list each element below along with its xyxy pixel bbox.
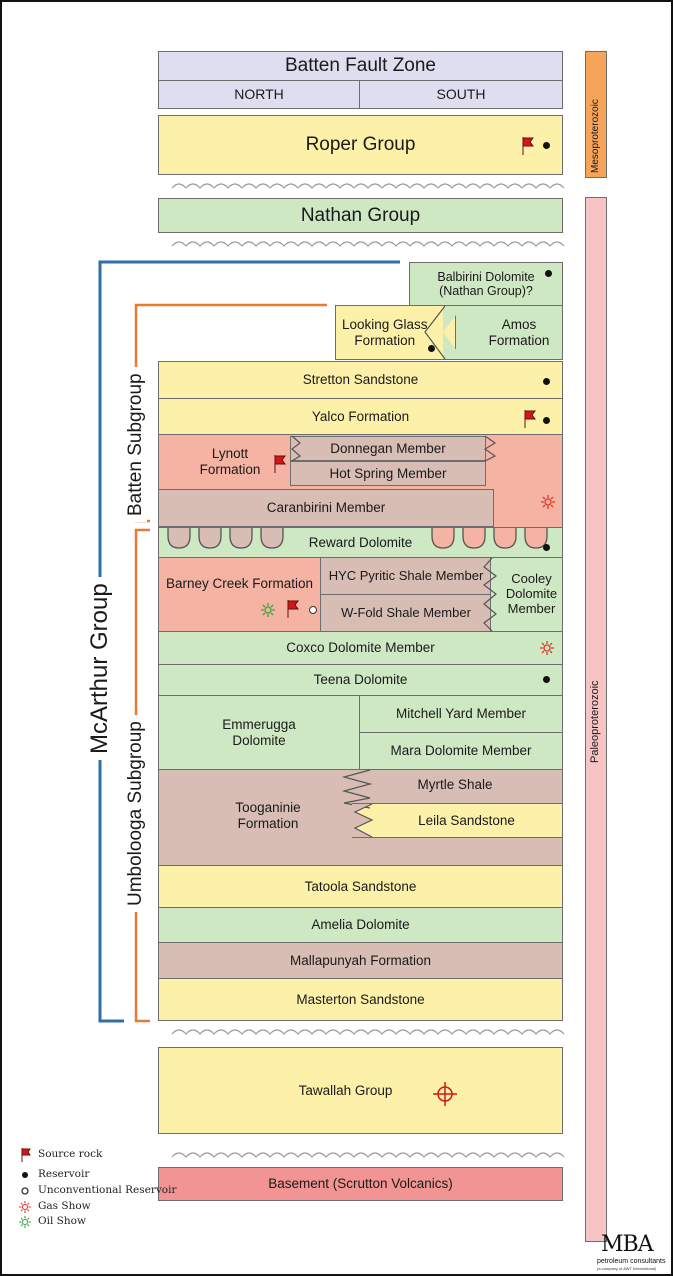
logo-tagline: petroleum consultants	[597, 1258, 666, 1265]
logo-mark: MBA	[601, 1232, 654, 1257]
stretton-sandstone: Stretton Sandstone	[158, 361, 563, 399]
legend-gas-show: Gas Show	[38, 1200, 91, 1212]
basement-scrutton-volcanics: Basement (Scrutton Volcanics)	[158, 1167, 563, 1201]
donnegan-member: Donnegan Member	[290, 436, 486, 461]
tawallah-group: Tawallah Group	[158, 1047, 563, 1134]
caranbirini-member: Caranbirini Member	[158, 489, 494, 527]
reservoir-icon	[543, 142, 550, 149]
amos-formation: Amos Formation	[455, 305, 563, 360]
coxco-dolomite-member: Coxco Dolomite Member	[158, 631, 563, 665]
north-label: NORTH	[158, 80, 360, 109]
reservoir-icon	[545, 270, 552, 277]
legend-reservoir-icon	[22, 1172, 28, 1178]
barney-creek-formation: Barney Creek Formation	[158, 557, 321, 632]
amelia-dolomite: Amelia Dolomite	[158, 907, 563, 943]
myrtle-shale: Myrtle Shale	[417, 777, 493, 792]
mesoproterozoic-bar	[585, 51, 607, 178]
mitchell-yard-member: Mitchell Yard Member	[359, 695, 563, 733]
legend-oil-icon	[19, 1216, 31, 1228]
masterton-sandstone: Masterton Sandstone	[158, 978, 563, 1021]
reservoir-icon	[543, 417, 550, 424]
mba-logo: MBA petroleum consultants (a company of …	[597, 1232, 671, 1272]
w-fold-shale-member: W-Fold Shale Member	[320, 594, 492, 632]
legend-source-rock: Source rock	[38, 1148, 103, 1160]
reservoir-icon	[543, 676, 550, 683]
nathan-group: Nathan Group	[158, 198, 563, 233]
tooganinie-label: Tooganinie Formation	[235, 800, 301, 832]
yalco-formation: Yalco Formation	[158, 398, 563, 435]
south-label: SOUTH	[359, 80, 563, 109]
cooley-dolomite-member: Cooley Dolomite Member	[490, 557, 563, 632]
paleoproterozoic-bar	[585, 197, 607, 1242]
legend-unconventional-reservoir: Unconventional Reservoir	[38, 1184, 177, 1196]
legend-reservoir: Reservoir	[38, 1168, 90, 1180]
hot-spring-member: Hot Spring Member	[290, 461, 486, 486]
emmerugga-dolomite: Emmerugga Dolomite	[158, 695, 360, 770]
unconventional-reservoir-icon	[309, 606, 317, 614]
mallapunyah-formation: Mallapunyah Formation	[158, 942, 563, 979]
balbirini-dolomite: Balbirini Dolomite (Nathan Group)?	[409, 262, 563, 306]
hyc-pyritic-shale-member: HYC Pyritic Shale Member	[320, 557, 492, 595]
source-rock-icon	[274, 137, 536, 618]
reservoir-icon	[543, 378, 550, 385]
legend-gas-icon	[19, 1201, 31, 1213]
legend-unconventional-icon	[21, 1187, 29, 1195]
legend-oil-show: Oil Show	[38, 1215, 86, 1227]
leila-sandstone: Leila Sandstone	[352, 803, 563, 838]
oil-show-icon	[261, 603, 275, 617]
target-icon	[433, 1082, 457, 1106]
reservoir-icon	[543, 544, 550, 551]
lynott-formation: Lynott Formation	[199, 446, 261, 478]
logo-subtext: (a company of AWT International)	[597, 1266, 657, 1271]
tatoola-sandstone: Tatoola Sandstone	[158, 865, 563, 908]
reservoir-icon	[428, 345, 435, 352]
legend-source-icon	[21, 1148, 31, 1162]
gas-show-icon	[540, 495, 555, 655]
roper-group: Roper Group	[158, 115, 563, 175]
